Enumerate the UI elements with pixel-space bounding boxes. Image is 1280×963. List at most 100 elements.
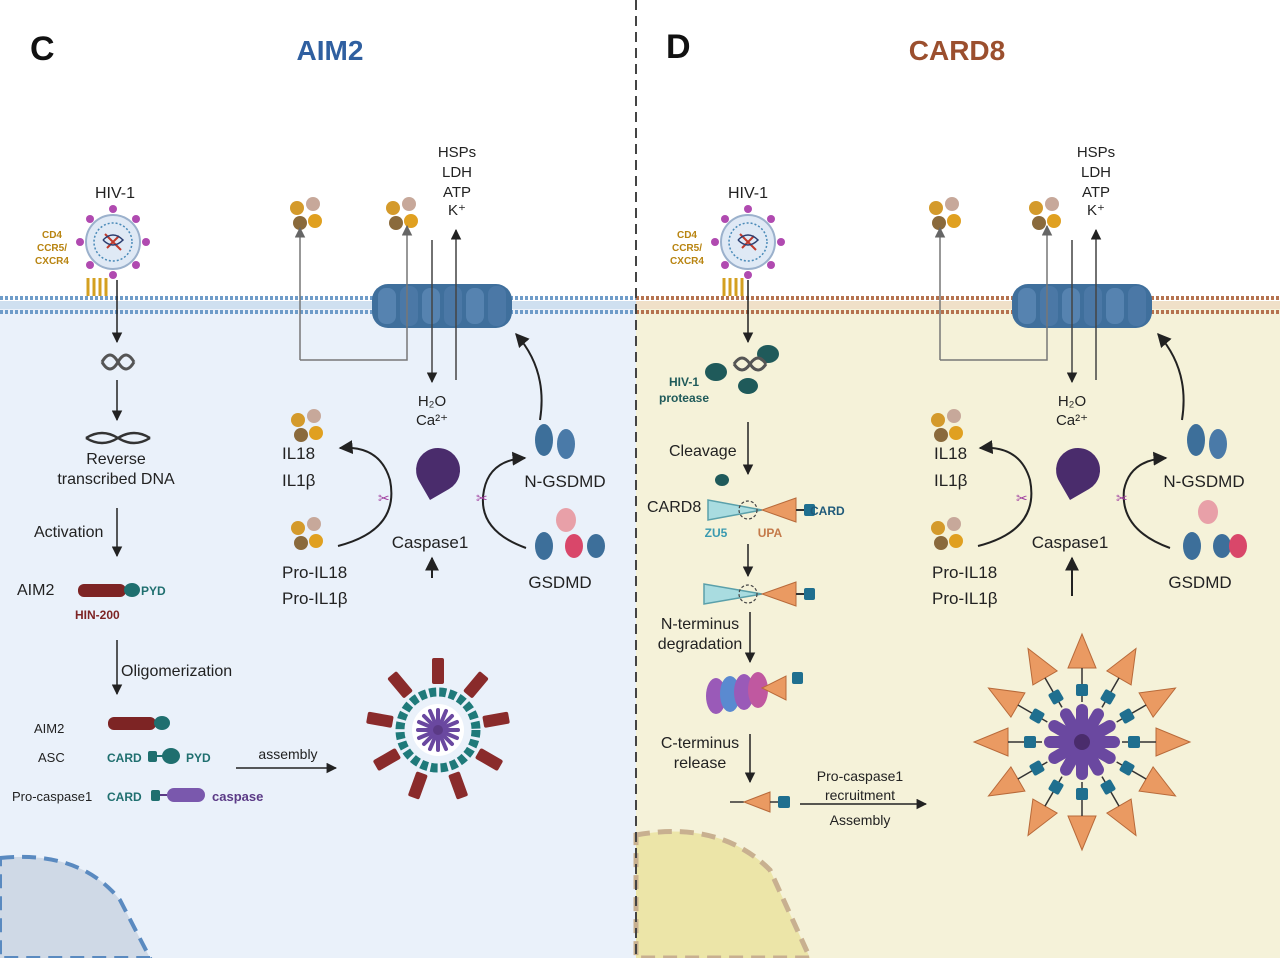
- aim2-hin-label: HIN-200: [75, 608, 120, 622]
- released-ldh-c: LDH: [442, 164, 472, 181]
- receptor-ccr5-d: CCR5/: [672, 243, 702, 254]
- cell-membrane-c: [0, 296, 636, 314]
- receptor-icon-c: [86, 278, 108, 296]
- dna-icon: [85, 431, 151, 445]
- oligomerization-label: Oligomerization: [121, 663, 232, 680]
- panel-letter-c: C: [30, 30, 55, 68]
- recruitment-line2: recruitment: [825, 787, 895, 803]
- pro-il1b-label-c: Pro-IL1β: [282, 589, 348, 608]
- procasp-card-domain: [151, 790, 160, 801]
- asc-pyd-domain: [162, 748, 180, 764]
- upa-label: UPA: [758, 526, 783, 540]
- released-hsps-d: HSPs: [1077, 144, 1115, 161]
- card-domain-d: [804, 504, 815, 516]
- scissors-icon-d1: ✂: [1016, 490, 1028, 506]
- n-gsdmd-label-c: N-GSDMD: [524, 472, 605, 491]
- rna-icon: [100, 353, 136, 371]
- gsdmd-icon-c: [535, 508, 605, 560]
- procasp-caspase-domain: [167, 788, 205, 802]
- released-ldh-d: LDH: [1081, 164, 1111, 181]
- water-label-c: H₂O: [418, 393, 446, 410]
- il1b-label-c: IL1β: [282, 471, 316, 490]
- procasp-card-label: CARD: [107, 790, 142, 804]
- card-tag-label: CARD: [810, 504, 845, 518]
- receptor-cxcr4-d: CXCR4: [670, 256, 704, 267]
- component-procasp-label: Pro-caspase1: [12, 789, 92, 804]
- asc-card-domain: [148, 751, 157, 762]
- card8-label: CARD8: [647, 499, 701, 516]
- released-atp-d: ATP: [1082, 184, 1110, 201]
- component-aim2-pyd: [154, 716, 170, 730]
- scissors-icon-d2: ✂: [1116, 490, 1128, 506]
- reverse-dna-line1: Reverse: [86, 451, 146, 468]
- gsdmd-pore-c: [372, 284, 512, 328]
- receptor-cd4: CD4: [42, 230, 62, 241]
- c-terminus-line1: C-terminus: [661, 735, 739, 752]
- receptor-ccr5: CCR5/: [37, 243, 67, 254]
- water-label-d: H₂O: [1058, 393, 1086, 410]
- gsdmd-label-d: GSDMD: [1168, 573, 1231, 592]
- pro-il18-label-d: Pro-IL18: [932, 563, 997, 582]
- card8-inflammasome: [972, 632, 1192, 852]
- panel-title-aim2: AIM2: [297, 35, 364, 66]
- zu5-label: ZU5: [705, 526, 728, 540]
- zu5-domain: [707, 499, 763, 521]
- pro-il1b-label-d: Pro-IL1β: [932, 589, 998, 608]
- procasp-caspase-label: caspase: [212, 789, 263, 804]
- hiv-label-d: HIV-1: [728, 185, 768, 202]
- il18-label-c: IL18: [282, 444, 315, 463]
- aim2-pyd-domain: [124, 583, 140, 597]
- pro-il18-label-c: Pro-IL18: [282, 563, 347, 582]
- n-gsdmd-label-d: N-GSDMD: [1163, 472, 1244, 491]
- activation-label: Activation: [34, 524, 103, 541]
- component-aim2-label: AIM2: [34, 721, 64, 736]
- component-aim2-hin: [108, 717, 156, 730]
- scissors-icon-c2: ✂: [476, 490, 488, 506]
- c-terminus-line2: release: [674, 755, 727, 772]
- assembly-label-c: assembly: [258, 746, 317, 762]
- receptor-cd4-d: CD4: [677, 230, 697, 241]
- released-atp-c: ATP: [443, 184, 471, 201]
- receptor-cxcr4: CXCR4: [35, 256, 69, 267]
- il1b-label-d: IL1β: [934, 471, 968, 490]
- gsdmd-cleavage-arrow-c: [481, 451, 527, 549]
- protease-label-line2: protease: [659, 391, 709, 405]
- released-k-d: K⁺: [1087, 202, 1105, 219]
- hiv-label-c: HIV-1: [95, 185, 135, 202]
- reverse-dna-line2: transcribed DNA: [57, 471, 175, 488]
- il-release-arrow-c2: [300, 224, 413, 361]
- asc-card-label: CARD: [107, 751, 142, 765]
- cleavage-label: Cleavage: [669, 443, 737, 460]
- n-terminus-icon: [703, 583, 763, 605]
- gsdmd-cleavage-arrow-d: [1122, 451, 1171, 549]
- aim2-hin-domain: [78, 584, 126, 597]
- il-release-arrow-d2: [940, 224, 1053, 361]
- receptor-icon-d: [722, 278, 744, 296]
- released-c-terminus-icon: [730, 791, 790, 813]
- released-hsps-c: HSPs: [438, 144, 476, 161]
- caspase1-label-c: Caspase1: [392, 533, 469, 552]
- panel-title-card8: CARD8: [909, 35, 1005, 66]
- asc-pyd-label: PYD: [186, 751, 211, 765]
- panel-letter-d: D: [666, 28, 691, 66]
- cleavage-site: [738, 500, 758, 520]
- calcium-label-c: Ca²⁺: [416, 412, 448, 429]
- protease-label-line1: HIV-1: [669, 375, 699, 389]
- component-asc-label: ASC: [38, 750, 65, 765]
- proteasome-icon: [706, 672, 803, 714]
- il-cleavage-arrow-d: [977, 440, 1033, 547]
- aim2-inflammasome: [366, 658, 510, 800]
- il-cleavage-arrow-c: [337, 440, 393, 547]
- gsdmd-pore-d: [1012, 284, 1152, 328]
- rna-icon-d: [732, 356, 768, 372]
- nucleus-c: [0, 854, 154, 960]
- caspase1-label-d: Caspase1: [1032, 533, 1109, 552]
- il18-label-d: IL18: [934, 444, 967, 463]
- nucleus-d: [633, 829, 814, 961]
- gsdmd-icon-d: [1183, 500, 1247, 560]
- cell-membrane-d: [636, 296, 1280, 314]
- pore-formation-arrow-d: [1157, 332, 1185, 421]
- assembly-label-d: Assembly: [830, 812, 891, 828]
- calcium-label-d: Ca²⁺: [1056, 412, 1088, 429]
